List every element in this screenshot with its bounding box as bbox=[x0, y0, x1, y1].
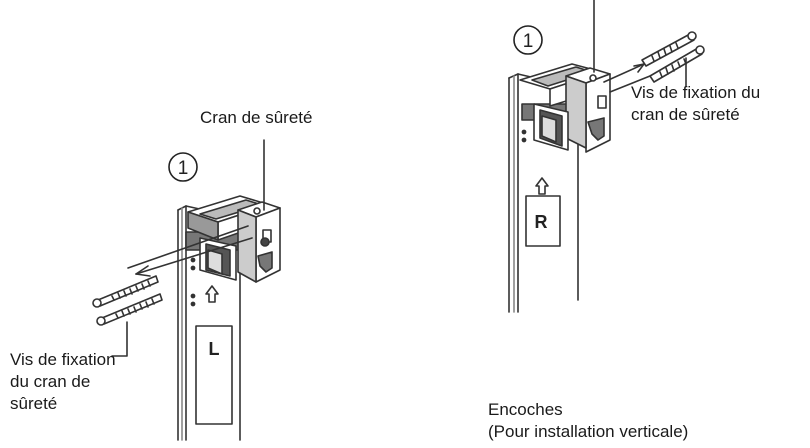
right-step-number: 1 bbox=[523, 31, 534, 52]
right-screw-label-line-2: cran de sûreté bbox=[631, 105, 740, 124]
left-bracket-letter: L bbox=[209, 339, 220, 359]
left-step-number: 1 bbox=[178, 158, 189, 179]
notches-label-line-1: Encoches bbox=[488, 400, 563, 419]
right-mount-block bbox=[519, 63, 611, 153]
left-screw-label-line-3: sûreté bbox=[10, 394, 58, 413]
left-screw-label-line-1: Vis de fixation bbox=[10, 350, 116, 369]
right-screw-label-line-1: Vis de fixation du bbox=[631, 83, 761, 102]
right-bracket-letter: R bbox=[535, 212, 548, 232]
left-bracket-assembly: 1 L bbox=[92, 139, 281, 441]
right-bracket-assembly: 1 R bbox=[508, 0, 705, 313]
left-insertion-lines bbox=[127, 225, 253, 277]
notches-label-line-2: (Pour installation verticale) bbox=[488, 422, 689, 441]
left-up-arrow bbox=[205, 285, 219, 303]
right-step-badge: 1 bbox=[513, 25, 543, 55]
left-screw-callout-line bbox=[111, 321, 128, 357]
left-screw-label-line-2: du cran de bbox=[10, 372, 91, 391]
left-step-badge: 1 bbox=[168, 152, 198, 182]
left-mount-block bbox=[187, 195, 281, 283]
right-insertion-lines bbox=[603, 63, 651, 93]
left-screws bbox=[92, 275, 163, 326]
right-up-arrow bbox=[535, 177, 549, 195]
right-screws bbox=[641, 31, 705, 83]
left-latch-label: Cran de sûreté bbox=[200, 108, 313, 127]
